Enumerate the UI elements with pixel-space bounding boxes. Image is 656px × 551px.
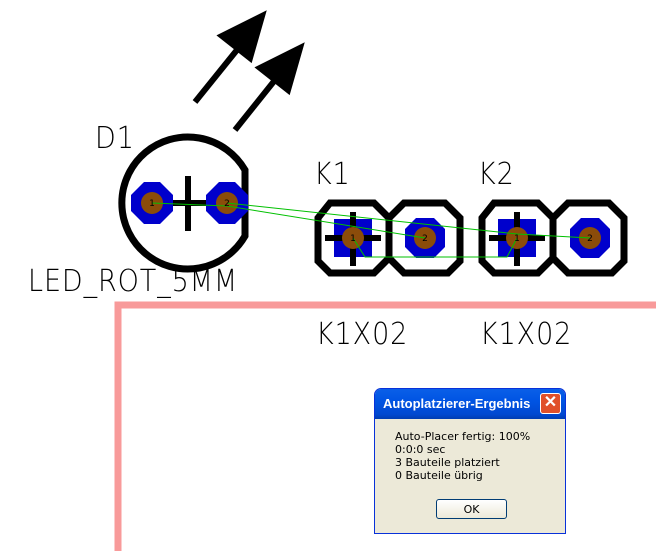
dialog-title: Autoplatzierer-Ergebnis [375, 389, 565, 419]
dialog-message: Auto-Placer fertig: 100% 0:0:0 sec 3 Bau… [395, 430, 530, 482]
led-arrows-icon [192, 10, 305, 132]
message-line: 0 Bauteile übrig [395, 469, 483, 482]
pad-label: 1 [350, 234, 356, 244]
ok-button[interactable]: OK [436, 499, 507, 519]
pad-label: 1 [514, 234, 520, 244]
part-value-k2: K1X02 [480, 317, 573, 352]
part-name-d1: D1 [95, 121, 135, 156]
header-k2-footprint[interactable] [478, 199, 628, 277]
header-k1-footprint[interactable] [314, 199, 464, 277]
message-line: Auto-Placer fertig: 100% [395, 430, 531, 443]
autoplacer-result-dialog: Autoplatzierer-Ergebnis ✕ Auto-Placer fe… [374, 388, 566, 534]
message-line: 0:0:0 sec [395, 443, 446, 456]
pad-label: 2 [587, 234, 593, 244]
part-value-d1: LED_ROT_5MM [28, 264, 239, 299]
part-value-k1: K1X02 [316, 317, 409, 352]
board-outline [114, 301, 656, 551]
airwires [151, 202, 591, 258]
pad-label: 2 [224, 199, 230, 209]
pad-label: 2 [422, 234, 428, 244]
close-icon[interactable]: ✕ [540, 393, 561, 414]
message-line: 3 Bauteile platziert [395, 456, 500, 469]
pad-label: 1 [149, 199, 155, 209]
part-name-k1: K1 [314, 157, 351, 192]
part-name-k2: K2 [478, 157, 515, 192]
